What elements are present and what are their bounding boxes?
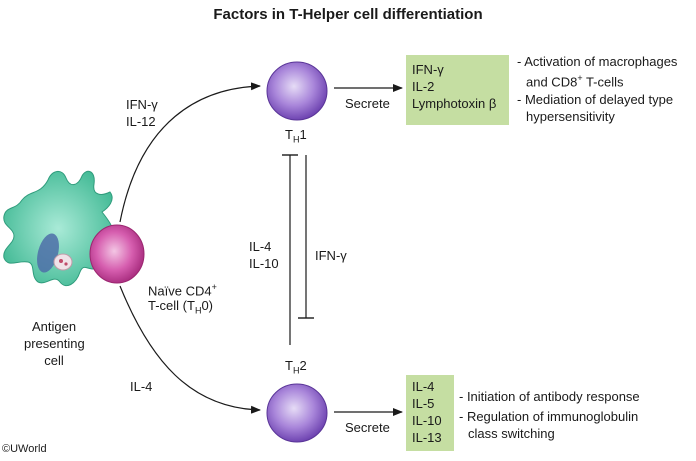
th1-cell bbox=[266, 61, 328, 121]
th1-cytokine: IL-2 bbox=[412, 79, 435, 94]
th2-cytokine-box: IL-4 IL-5 IL-10 IL-13 bbox=[406, 375, 454, 451]
th1-cytokine: IFN-γ bbox=[412, 62, 444, 77]
th1-effect-2-line2: hypersensitivity bbox=[526, 109, 615, 124]
naive-cell-label-line1: Naïve CD4+ bbox=[148, 282, 217, 299]
apc-label-2: presenting bbox=[24, 336, 85, 351]
th2-effect-2-line1: - Regulation of immunoglobulin bbox=[459, 409, 639, 424]
apc-nucleus-shape bbox=[37, 233, 59, 273]
cross-left-label-2: IL-10 bbox=[249, 256, 279, 271]
apc-label-3: cell bbox=[44, 353, 64, 368]
naive-cell-label-line2: T-cell (TH0) bbox=[148, 298, 214, 316]
upper-path-label-2: IL-12 bbox=[126, 114, 156, 129]
arrow-to-th2 bbox=[119, 285, 261, 414]
th1-cytokine-box: IFN-γ IL-2 Lymphotoxin β bbox=[406, 55, 509, 125]
th1-label: TH1 bbox=[285, 127, 307, 145]
th2-effect-1: - Initiation of antibody response bbox=[459, 389, 640, 404]
th2-cytokine: IL-5 bbox=[412, 396, 435, 411]
antigen-vesicle bbox=[53, 253, 73, 271]
antigen-presenting-cell bbox=[3, 170, 114, 287]
th2-label: TH2 bbox=[285, 358, 307, 376]
th2-cytokine: IL-13 bbox=[412, 430, 442, 445]
apc-label-1: Antigen bbox=[31, 319, 77, 334]
diagram-title: Factors in T-Helper cell differentiation bbox=[213, 6, 483, 23]
th2-cytokine: IL-4 bbox=[412, 379, 435, 394]
th2-cell bbox=[266, 383, 328, 443]
cross-right-label: IFN-γ bbox=[315, 248, 347, 263]
secrete-label-top: Secrete bbox=[345, 96, 390, 111]
ifn-gamma-inhibits-th2 bbox=[298, 155, 314, 319]
il4-il10-inhibits-th1 bbox=[282, 154, 298, 345]
th2-cytokine: IL-10 bbox=[412, 413, 442, 428]
th2-effect-2-line2: class switching bbox=[468, 426, 555, 441]
th1-effect-1-line2: and CD8+ T-cells bbox=[526, 73, 624, 90]
copyright-text: ©UWorld bbox=[2, 443, 47, 455]
lower-path-label: IL-4 bbox=[130, 379, 153, 394]
th1-cytokine: Lymphotoxin β bbox=[412, 96, 497, 111]
th1-effect-2-line1: - Mediation of delayed type bbox=[517, 92, 674, 107]
secrete-label-bottom: Secrete bbox=[345, 420, 390, 435]
naive-cd4-t-cell bbox=[89, 224, 145, 284]
upper-path-label-1: IFN-γ bbox=[126, 97, 158, 112]
cross-left-label-1: IL-4 bbox=[249, 239, 272, 254]
arrow-to-th1 bbox=[119, 82, 261, 223]
th1-effect-1-line1: - Activation of macrophages bbox=[517, 54, 678, 69]
